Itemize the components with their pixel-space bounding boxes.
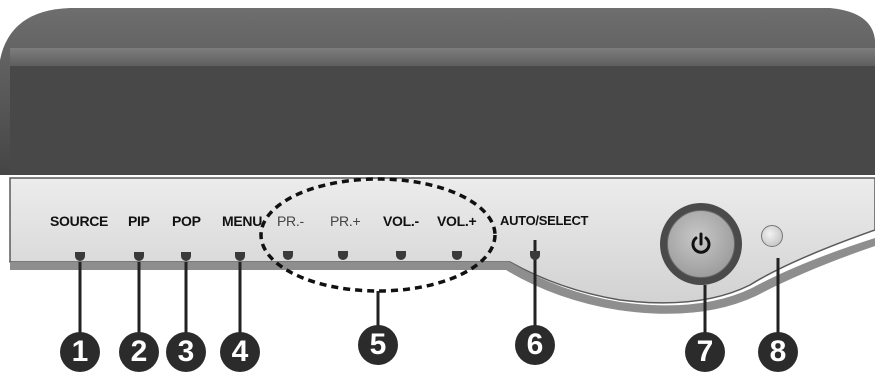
menu-button[interactable] <box>235 252 245 261</box>
vol-minus-button[interactable] <box>396 251 406 260</box>
bezel-strip <box>10 48 875 66</box>
pop-button[interactable] <box>181 252 191 261</box>
vol-minus-label: VOL.- <box>383 213 419 229</box>
pr-plus-button[interactable] <box>338 251 348 260</box>
callout-5: 5 <box>358 325 398 365</box>
callout-7: 7 <box>685 332 725 372</box>
pip-button[interactable] <box>134 252 144 261</box>
pip-label: PIP <box>128 213 150 229</box>
source-button[interactable] <box>75 252 85 261</box>
vol-plus-label: VOL.+ <box>437 213 477 229</box>
callout-3: 3 <box>166 332 206 372</box>
callout-8: 8 <box>758 332 798 372</box>
pr-plus-label: PR.+ <box>330 213 361 229</box>
callout-2: 2 <box>119 332 159 372</box>
vol-plus-button[interactable] <box>452 251 462 260</box>
power-button-face[interactable] <box>667 210 735 278</box>
pr-minus-label: PR.- <box>277 213 304 229</box>
power-button[interactable] <box>660 203 742 285</box>
auto-select-label: AUTO/SELECT <box>500 213 589 228</box>
pop-label: POP <box>172 213 201 229</box>
callout-6: 6 <box>515 325 555 365</box>
power-indicator-led <box>761 225 783 247</box>
control-panel <box>9 177 875 304</box>
power-icon <box>691 232 711 254</box>
auto-select-button[interactable] <box>530 251 540 260</box>
source-label: SOURCE <box>50 213 109 229</box>
callout-1: 1 <box>60 332 100 372</box>
pr-minus-button[interactable] <box>283 251 293 260</box>
menu-label: MENU <box>222 213 263 229</box>
pr-vol-group-outline <box>259 177 497 293</box>
callout-4: 4 <box>220 332 260 372</box>
bezel-inner <box>10 66 875 174</box>
